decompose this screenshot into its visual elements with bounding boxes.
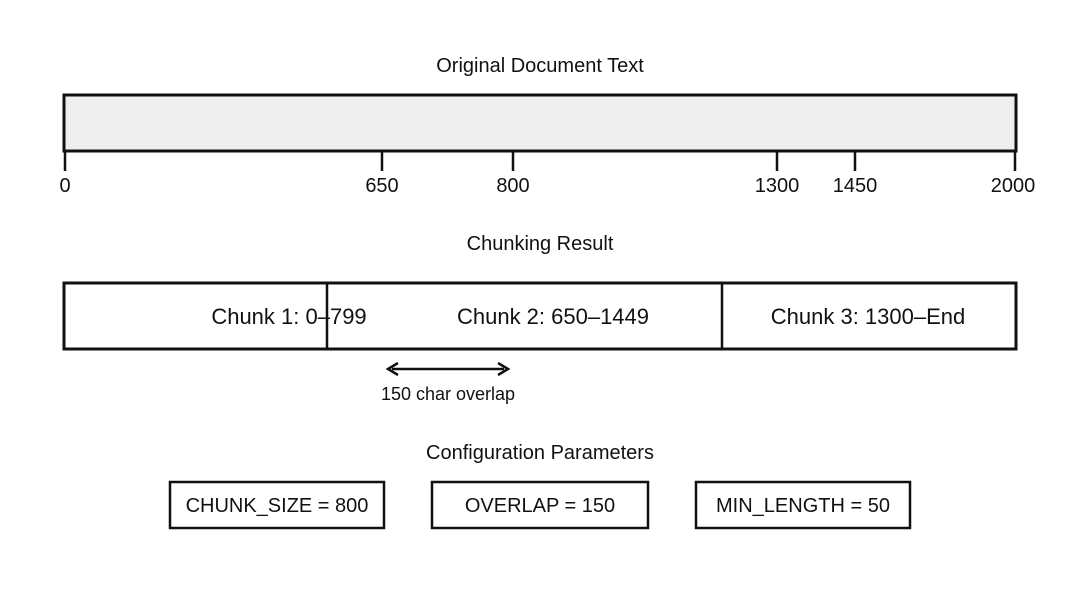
overlap-arrow [385,361,511,377]
param-box-overlap [430,480,650,530]
tick-label-650: 650 [365,175,398,197]
chunk-3-label: Chunk 3: 1300–End [771,304,966,329]
chunk-bar: Chunk 1: 0–799 Chunk 2: 650–1449 Chunk 3… [62,281,1018,351]
param-box-min-length [694,480,912,530]
overlap-arrow-right-head [497,361,511,377]
param-box-chunk-size [168,480,386,530]
config-title: Configuration Parameters [426,442,654,464]
document-bar [62,93,1018,153]
config-params: CHUNK_SIZE = 800 OVERLAP = 150 MIN_LENGT… [168,480,912,530]
overlap-arrow-left-head [385,361,399,377]
document-title: Original Document Text [436,55,644,77]
overlap-label: 150 char overlap [381,384,515,404]
chunk-2-label: Chunk 2: 650–1449 [457,304,649,329]
tick-label-1450: 1450 [833,175,878,197]
chunk-1-label: Chunk 1: 0–799 [211,304,366,329]
chunk-bar-outline [62,281,1018,351]
tick-label-2000: 2000 [991,175,1036,197]
tick-label-800: 800 [496,175,529,197]
document-ticks: 0 650 800 1300 1450 2000 [59,151,1035,197]
param-overlap: OVERLAP = 150 [465,495,615,517]
param-chunk-size: CHUNK_SIZE = 800 [186,495,369,517]
chunking-title: Chunking Result [467,233,614,255]
tick-label-1300: 1300 [755,175,800,197]
tick-label-0: 0 [59,175,70,197]
param-min-length: MIN_LENGTH = 50 [716,495,890,517]
